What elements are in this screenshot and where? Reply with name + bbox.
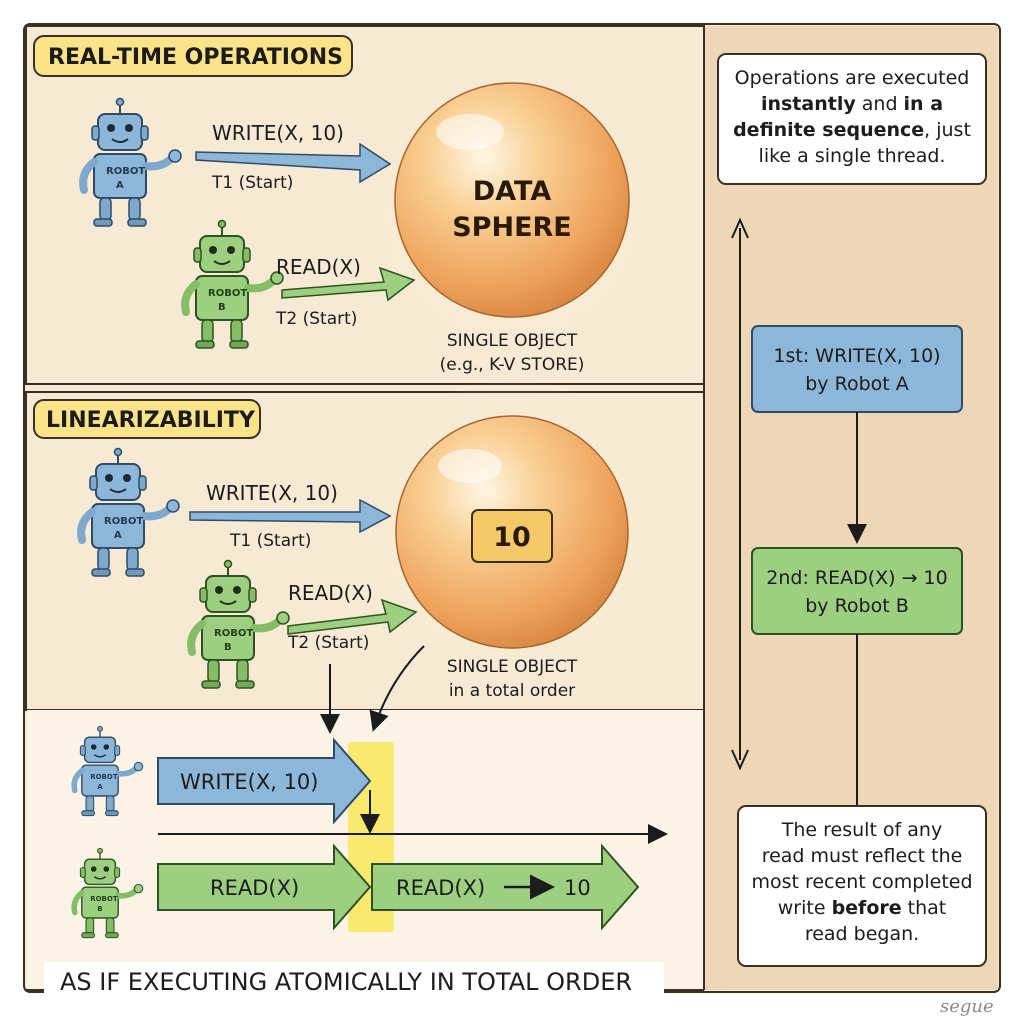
note-bottom-line4: write before that bbox=[778, 897, 947, 919]
sequence-axis-top-head bbox=[731, 217, 749, 239]
t1-label-2: T1 (Start) bbox=[229, 531, 311, 551]
write-label: WRITE(X, 10) bbox=[212, 121, 344, 145]
t2-label-2: T2 (Start) bbox=[287, 633, 369, 653]
sequence-axis-bottom-head bbox=[731, 749, 749, 771]
robot-a-label2: A bbox=[97, 783, 103, 791]
robot-a-3: ROBOT A bbox=[74, 726, 143, 815]
read-arrow bbox=[281, 266, 416, 302]
panel-title-2: LINEARIZABILITY bbox=[46, 408, 256, 433]
note-top-line1: Operations are executed bbox=[735, 67, 970, 89]
robot-a-2: ROBOT A bbox=[81, 449, 179, 577]
side-panel: Operations are executed instantly and in… bbox=[703, 26, 998, 990]
robot-b-label1: ROBOT bbox=[90, 895, 118, 903]
object-line2-2: in a total order bbox=[449, 681, 575, 701]
title-tag-2 bbox=[33, 399, 261, 439]
step2-line2: by Robot B bbox=[805, 595, 909, 617]
note-bottom-line3: most recent completed bbox=[751, 871, 972, 893]
timeline-write-bar bbox=[157, 737, 372, 825]
t2-label: T2 (Start) bbox=[275, 309, 357, 329]
note-top-line3: definite sequence, just bbox=[733, 119, 971, 141]
robot-a-label2: A bbox=[114, 530, 122, 541]
caption-bg bbox=[44, 962, 664, 1002]
sphere-line2: SPHERE bbox=[452, 212, 572, 243]
note-bottom-box bbox=[737, 805, 987, 967]
object-line1: SINGLE OBJECT bbox=[447, 331, 578, 351]
note-top-box bbox=[717, 53, 987, 185]
note-top-line2-mid: and bbox=[856, 93, 904, 115]
note-top-line3-bold: definite sequence bbox=[733, 119, 924, 141]
sphere-line1: DATA bbox=[473, 176, 552, 207]
object-line2: (e.g., K-V STORE) bbox=[440, 355, 585, 375]
note-top-line2-bold1: instantly bbox=[761, 93, 856, 115]
real-time-operations-panel: REAL-TIME OPERATIONS ROBOT A ROBOT B WRI… bbox=[25, 25, 705, 385]
sphere-value: 10 bbox=[493, 522, 531, 553]
timeline-write-label: WRITE(X, 10) bbox=[180, 770, 319, 794]
t1-label: T1 (Start) bbox=[211, 173, 293, 193]
step2-box bbox=[751, 547, 963, 635]
timeline-read-label: READ(X) bbox=[210, 876, 299, 900]
robot-b-label1: ROBOT bbox=[214, 628, 253, 639]
robot-b-label2: B bbox=[224, 642, 232, 653]
step1-line2: by Robot A bbox=[805, 373, 909, 395]
caption-text: AS IF EXECUTING ATOMICALLY IN TOTAL ORDE… bbox=[60, 968, 632, 996]
note-top-line4: like a single thread. bbox=[759, 145, 946, 167]
write-arrow bbox=[195, 142, 392, 184]
timeline-read-result-value: 10 bbox=[564, 876, 591, 900]
note-bottom-line2: read must reflect the bbox=[762, 845, 963, 867]
robot-a-label1: ROBOT bbox=[104, 516, 143, 527]
linearizability-panel: LINEARIZABILITY ROBOT A ROBOT B WRITE(X,… bbox=[25, 380, 705, 1002]
sphere-highlight-2 bbox=[438, 449, 502, 483]
robot-b-3: ROBOT B bbox=[74, 848, 143, 937]
write-arrow-2 bbox=[189, 498, 392, 534]
note-top-line3-rest: , just bbox=[924, 119, 971, 141]
sphere-highlight bbox=[436, 114, 504, 150]
robot-b-label2: B bbox=[218, 302, 226, 313]
signature: segue bbox=[940, 996, 994, 1017]
robot-b-label1: ROBOT bbox=[208, 288, 247, 299]
step1-line1: 1st: WRITE(X, 10) bbox=[773, 345, 940, 367]
note-bottom-line4-bold: before bbox=[832, 897, 902, 919]
panel-title: REAL-TIME OPERATIONS bbox=[48, 45, 343, 70]
note-bottom-line1: The result of any bbox=[781, 819, 942, 841]
note-top-line2: instantly and in a bbox=[761, 93, 943, 115]
object-line1-2: SINGLE OBJECT bbox=[447, 657, 578, 677]
pointer-arrow-2 bbox=[369, 645, 425, 732]
robot-a-label1: ROBOT bbox=[106, 166, 145, 177]
read-label: READ(X) bbox=[276, 255, 361, 279]
title-tag bbox=[33, 35, 353, 77]
robot-b: ROBOT B bbox=[185, 221, 283, 349]
value-box bbox=[471, 509, 553, 563]
note-bottom-line4-a: write bbox=[778, 897, 832, 919]
robot-b-2: ROBOT B bbox=[191, 561, 289, 689]
robot-b-label2: B bbox=[97, 905, 102, 913]
robot-a-label2: A bbox=[116, 180, 124, 191]
step1-box bbox=[751, 325, 963, 413]
write-label-2: WRITE(X, 10) bbox=[206, 481, 338, 505]
step2-line1: 2nd: READ(X) → 10 bbox=[766, 567, 947, 589]
timeline-read-result-label: READ(X) bbox=[396, 876, 485, 900]
read-label-2: READ(X) bbox=[288, 581, 373, 605]
note-bottom-line5: read began. bbox=[805, 923, 919, 945]
note-top-line2-bold2: in a bbox=[904, 93, 943, 115]
read-arrow-2 bbox=[287, 598, 418, 635]
robot-a: ROBOT A bbox=[83, 99, 181, 227]
robot-a-label1: ROBOT bbox=[90, 773, 118, 781]
note-bottom-line4-b: that bbox=[902, 897, 947, 919]
timeline-read-bar bbox=[157, 843, 372, 931]
